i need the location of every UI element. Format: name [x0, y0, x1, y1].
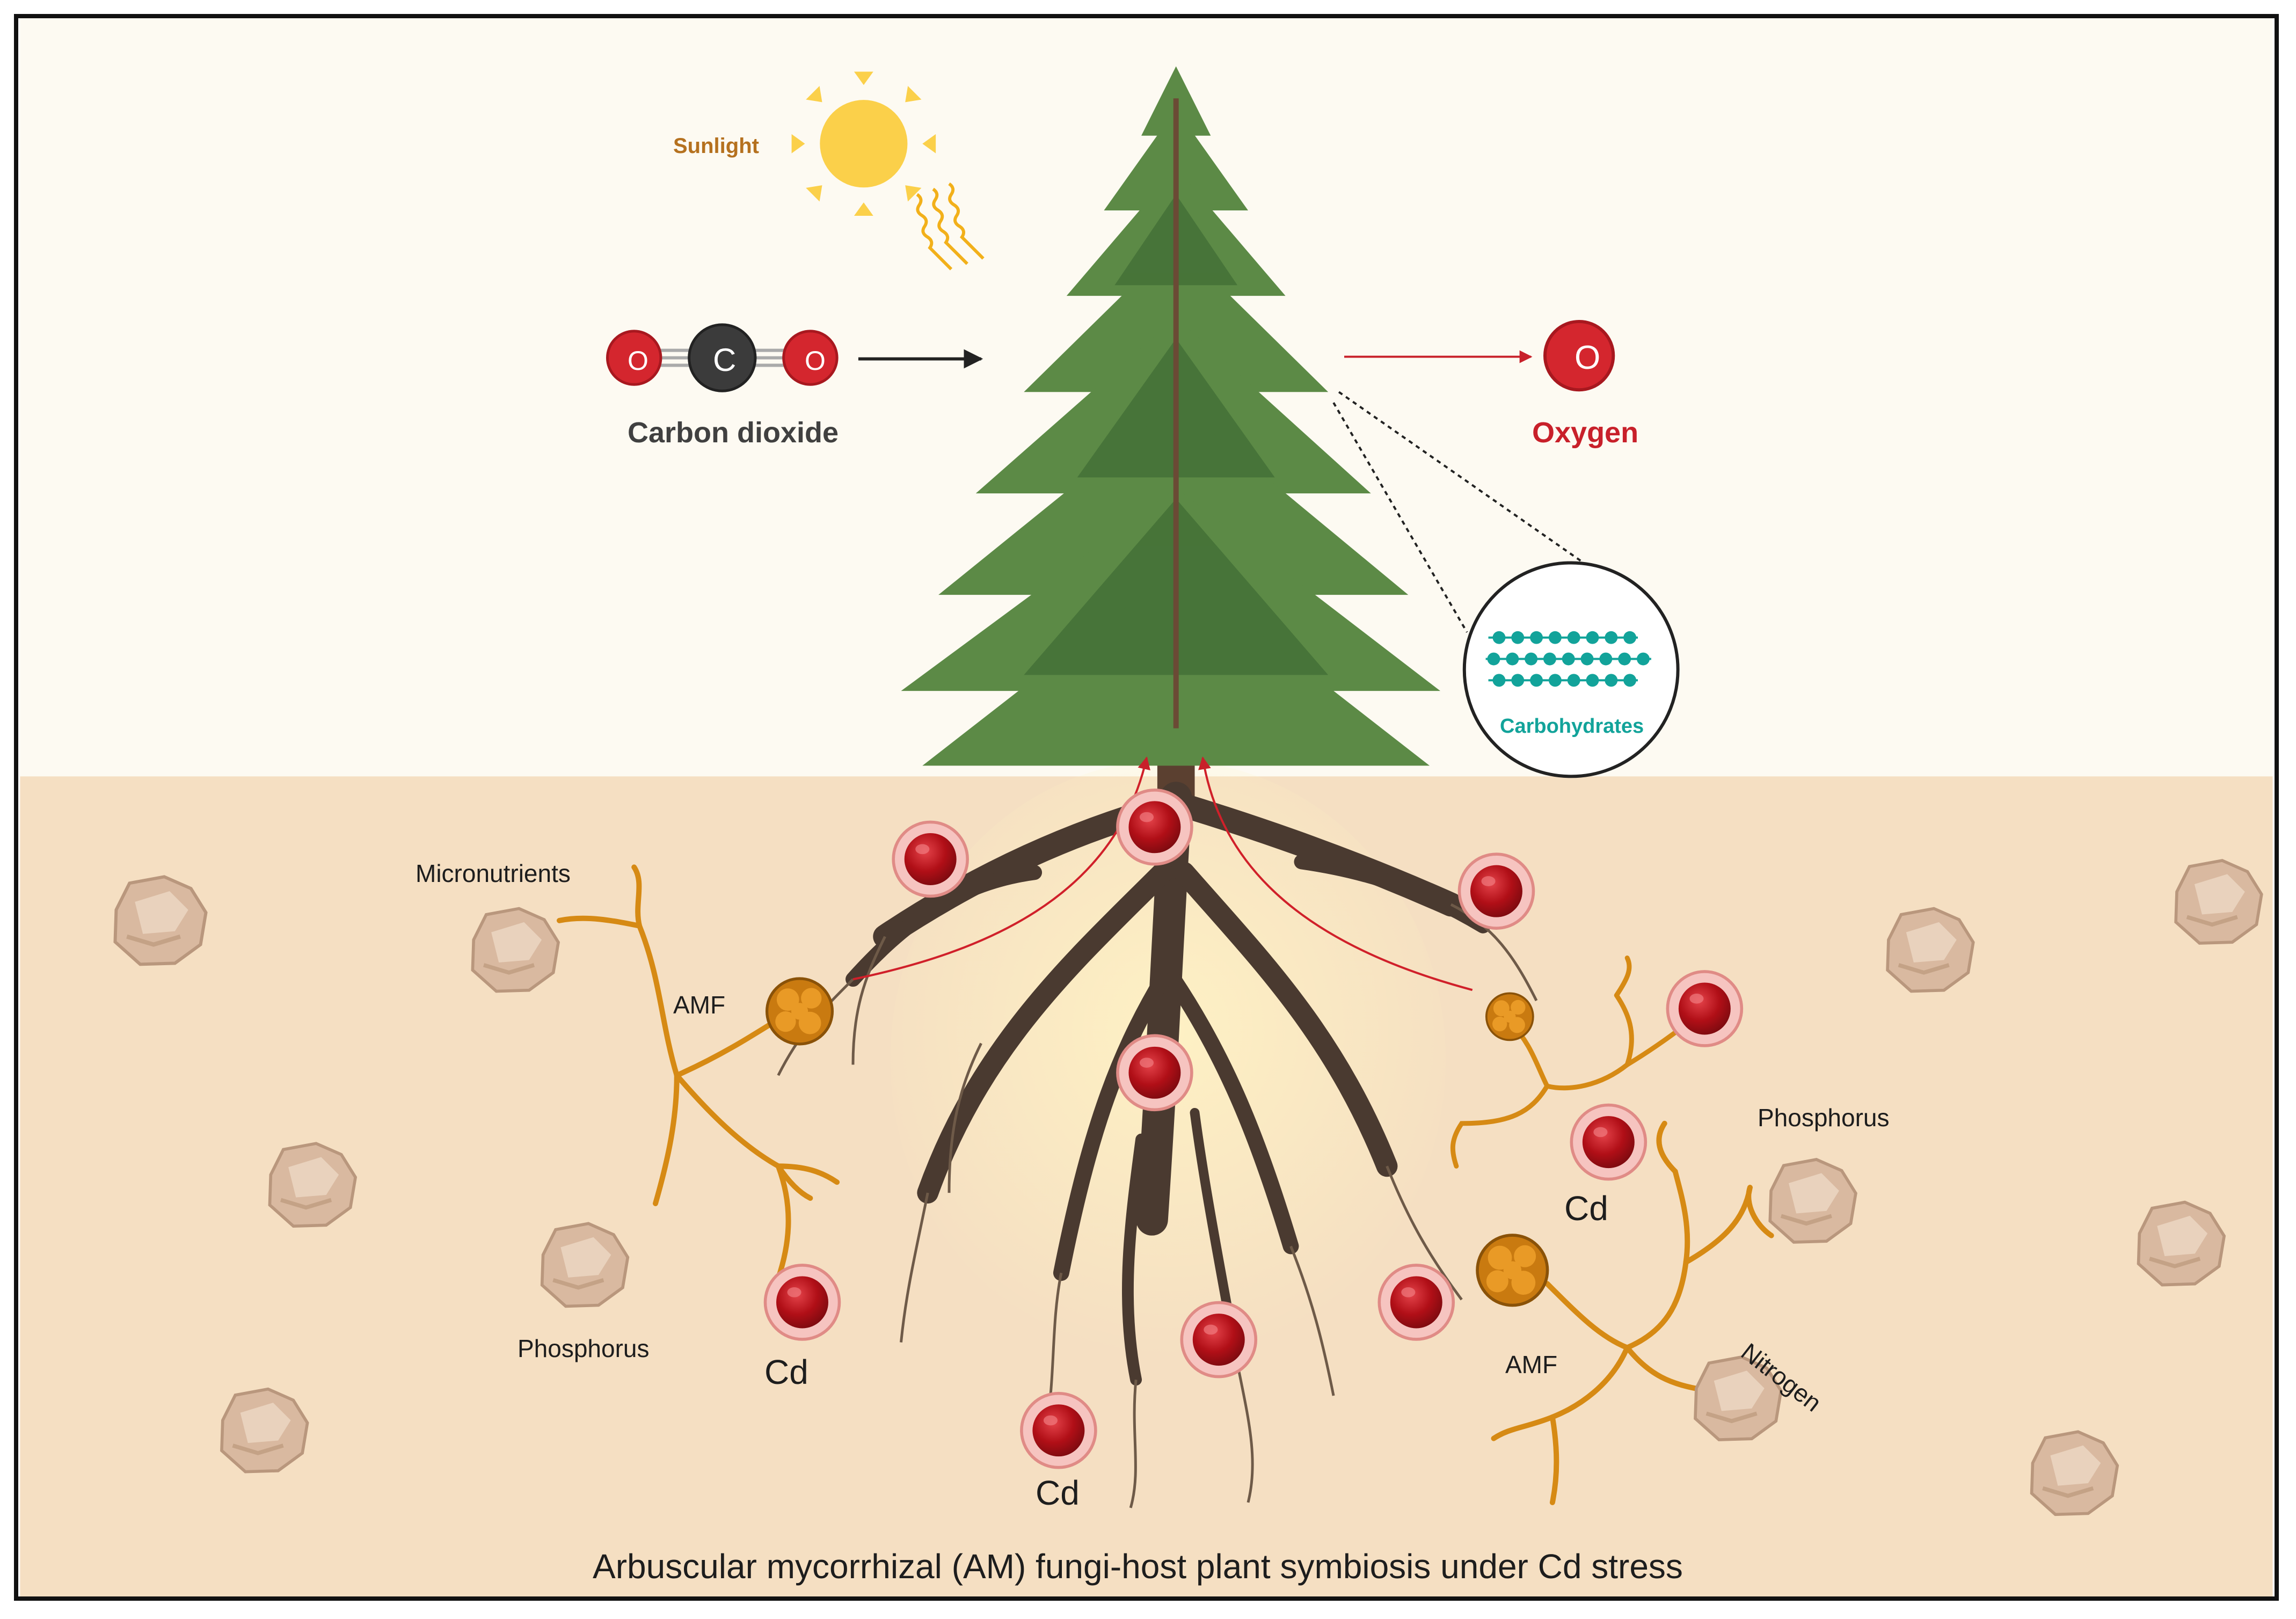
cd-label-left: Cd — [764, 1353, 808, 1391]
soil-particle-icon — [269, 1143, 355, 1226]
cd-uptake-arrow — [1198, 756, 1473, 991]
figure-title: Arbuscular mycorrhizal (AM) fungi-host p… — [593, 1547, 1683, 1586]
micronutrients-label: Micronutrients — [416, 859, 571, 887]
cadmium-ion-icon — [1022, 1394, 1096, 1468]
amf-hyphae-right-lower — [1491, 1120, 1774, 1505]
carbon-dioxide-label: Carbon dioxide — [628, 417, 839, 449]
sunlight-rays-icon — [916, 182, 985, 271]
tree-icon — [901, 66, 1441, 804]
soil-particle-icon — [472, 909, 558, 991]
oxygen-label: Oxygen — [1532, 417, 1639, 449]
co2-oxygen-atom-left: O — [628, 346, 648, 376]
diagram-canvas — [20, 18, 2273, 1596]
soil-particle-icon — [115, 877, 206, 964]
cadmium-ion-icon — [893, 822, 967, 896]
phosphorus-label-right: Phosphorus — [1758, 1104, 1890, 1132]
sun-icon — [791, 71, 936, 216]
cadmium-ion-icon — [1459, 854, 1533, 928]
carbohydrates-callout — [1462, 561, 1680, 778]
fungal-spore-icon — [1477, 1235, 1548, 1306]
oxygen-atom-icon — [1543, 319, 1615, 392]
fungal-spore-icon — [1485, 992, 1534, 1041]
soil-particle-icon — [542, 1223, 628, 1306]
o2-atom-letter: O — [1575, 339, 1601, 376]
cadmium-ion-icon — [1118, 1035, 1192, 1110]
amf-label-left: AMF — [673, 991, 726, 1019]
cd-label-bottom: Cd — [1036, 1474, 1080, 1512]
cadmium-ion-icon — [1571, 1105, 1645, 1179]
callout-line — [1332, 402, 1468, 633]
soil-particle-icon — [1770, 1159, 1856, 1242]
carbohydrates-label: Carbohydrates — [1500, 715, 1644, 738]
co2-molecule-icon — [606, 323, 839, 392]
fungal-spore-icon — [767, 979, 833, 1044]
soil-particle-icon — [222, 1389, 308, 1472]
callout-line — [1338, 391, 1623, 590]
sunlight-label: Sunlight — [673, 134, 759, 158]
soil-particle-icon — [2176, 860, 2262, 943]
cadmium-ion-icon — [1118, 790, 1192, 864]
cd-label-right: Cd — [1564, 1189, 1608, 1228]
soil-particle-icon — [1887, 909, 1973, 991]
cadmium-ion-icon — [765, 1265, 839, 1339]
amf-label-right: AMF — [1505, 1351, 1558, 1379]
figure-frame: Sunlight O C O O Carbon dioxide Oxygen C… — [14, 14, 2279, 1601]
cadmium-ion-icon — [1379, 1265, 1453, 1339]
carbohydrate-chain-icon — [1485, 631, 1651, 687]
soil-particle-icon — [2032, 1432, 2118, 1514]
phosphorus-label-left: Phosphorus — [517, 1334, 650, 1362]
soil-particle-icon — [2138, 1202, 2224, 1285]
co2-carbon-atom: C — [713, 342, 737, 378]
co2-oxygen-atom-right: O — [805, 346, 826, 376]
cadmium-ion-icon — [1667, 972, 1741, 1046]
cadmium-ion-icon — [1182, 1303, 1256, 1377]
